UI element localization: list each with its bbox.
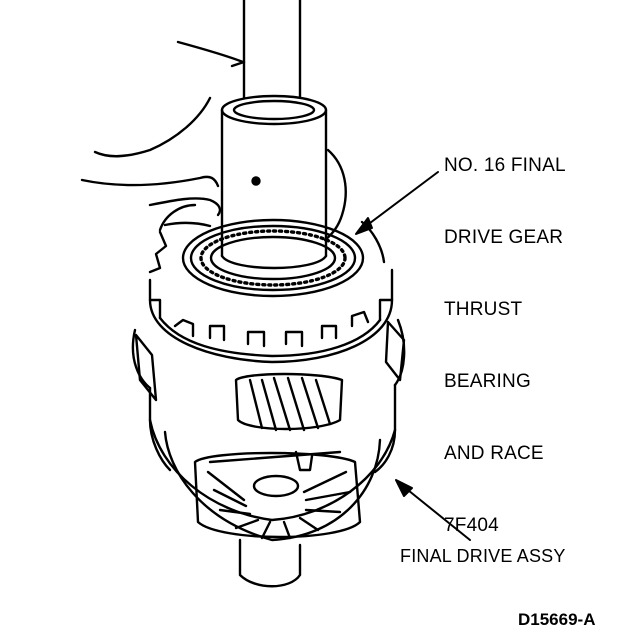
thrust-bearing bbox=[181, 218, 365, 298]
installer-tube bbox=[220, 94, 328, 270]
differential-case bbox=[131, 318, 406, 542]
bearing-callout-line: NO. 16 FINAL bbox=[444, 155, 566, 176]
bearing-callout-line: AND RACE bbox=[444, 443, 544, 464]
bearing-callout-line: BEARING bbox=[444, 371, 531, 392]
assembly-callout: FINAL DRIVE ASSY bbox=[400, 546, 566, 566]
pinion-gear bbox=[234, 372, 344, 432]
bearing-callout-line: THRUST bbox=[444, 299, 523, 320]
side-gear bbox=[193, 450, 362, 540]
driver-shaft bbox=[230, 0, 302, 102]
figure-id: D15669-A bbox=[518, 610, 596, 629]
bearing-callout-line: 7F404 bbox=[444, 515, 499, 536]
hand-outline bbox=[80, 40, 347, 242]
leader-lines bbox=[355, 171, 471, 541]
final-drive-gear-ring bbox=[148, 203, 394, 364]
bearing-callout-line: DRIVE GEAR bbox=[444, 227, 564, 248]
bearing-callout: NO. 16 FINAL DRIVE GEAR THRUST BEARING A… bbox=[444, 106, 566, 586]
lower-hub bbox=[238, 538, 302, 588]
